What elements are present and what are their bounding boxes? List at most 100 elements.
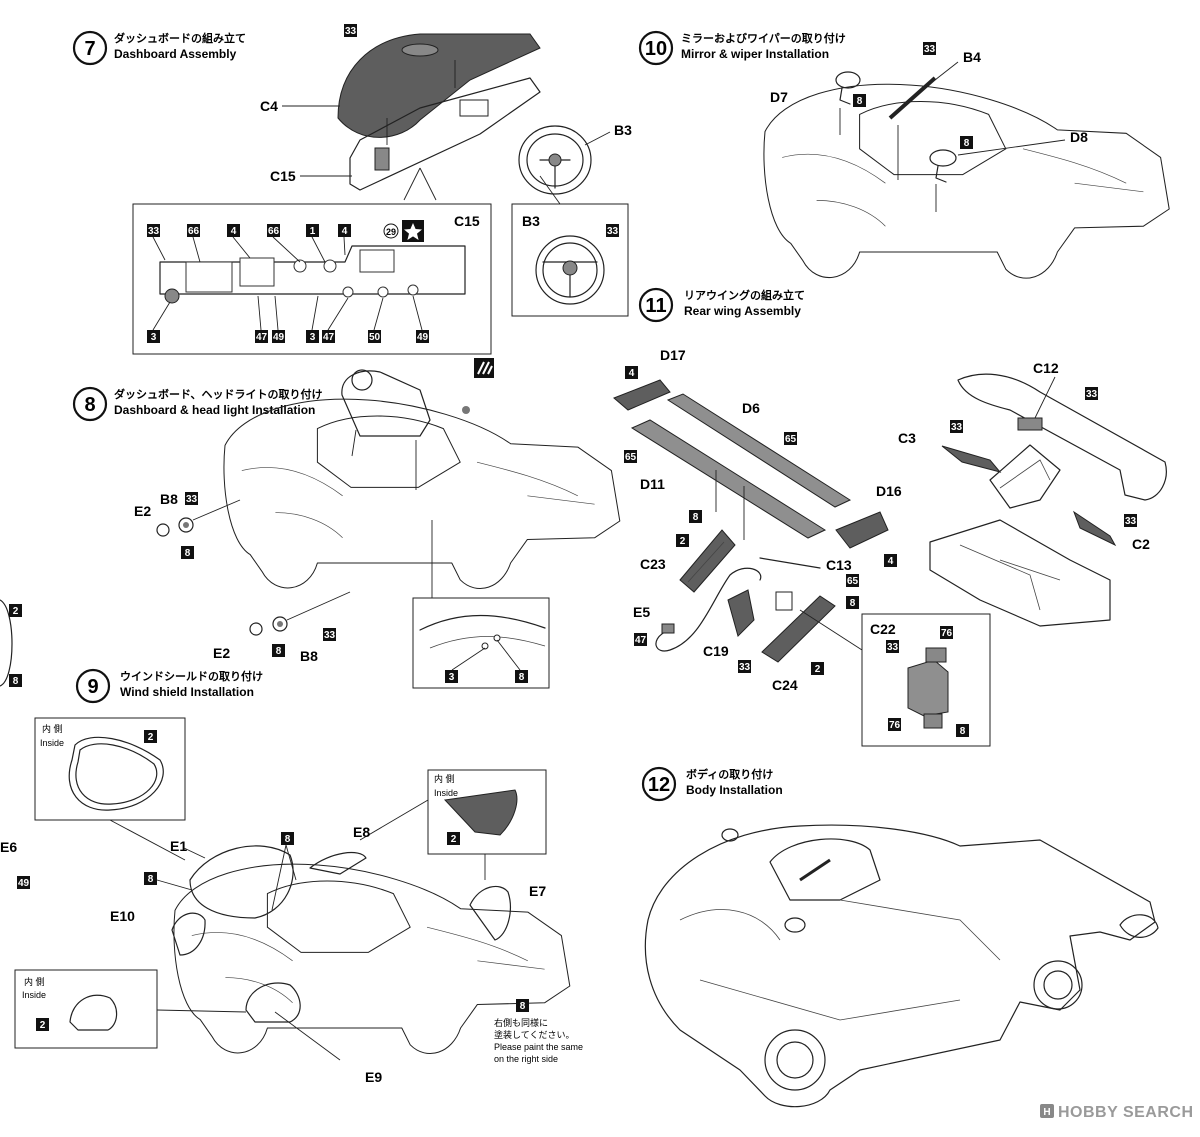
wing-stay-c24 — [761, 595, 836, 663]
svg-text:33: 33 — [924, 44, 936, 55]
label-b8-upper: B8 — [160, 491, 178, 507]
label-d17: D17 — [660, 347, 686, 363]
wiper-b4 — [888, 76, 937, 120]
svg-text:66: 66 — [268, 226, 280, 237]
headlight-upper — [156, 499, 241, 537]
svg-text:33: 33 — [1086, 389, 1098, 400]
label-c24: C24 — [772, 677, 798, 693]
step-10: 10 ミラーおよびワイパーの取り付け Mirror & wiper Instal… — [638, 30, 1170, 279]
svg-text:2: 2 — [451, 834, 457, 845]
svg-text:右側も同様に: 右側も同様に — [494, 1017, 548, 1028]
svg-text:76: 76 — [941, 628, 953, 639]
left-edge-fragment-e6: E6 49 — [0, 839, 30, 889]
step-7-number: 7 — [84, 38, 95, 60]
svg-text:8: 8 — [276, 646, 282, 657]
step-8-detail-box: 3 8 — [412, 597, 550, 689]
callout-c4: C4 — [260, 98, 340, 114]
svg-text:2: 2 — [13, 606, 19, 617]
wing-lower-d11 — [630, 419, 827, 539]
label-c19: C19 — [703, 643, 729, 659]
label-d7: D7 — [770, 89, 788, 105]
step-12-number: 12 — [648, 774, 670, 796]
step-7-title-jp: ダッシュボードの組み立て — [114, 31, 246, 45]
svg-text:2: 2 — [148, 732, 154, 743]
label-c15-detail: C15 — [454, 213, 480, 229]
svg-text:65: 65 — [785, 434, 797, 445]
e8-part — [309, 851, 367, 875]
step-9-number-badge: 9 — [75, 668, 111, 704]
svg-text:33: 33 — [345, 26, 357, 37]
svg-text:8: 8 — [693, 512, 699, 523]
label-e2-lower: E2 — [213, 645, 230, 661]
svg-text:50: 50 — [369, 332, 381, 343]
label-c22: C22 — [870, 621, 896, 637]
svg-text:33: 33 — [324, 630, 336, 641]
svg-text:Please paint the same: Please paint the same — [494, 1042, 583, 1052]
callout-b3-top: B3 — [584, 122, 632, 146]
wing-upper-d6 — [666, 393, 852, 508]
svg-text:Inside: Inside — [434, 788, 458, 798]
svg-text:8: 8 — [285, 834, 291, 845]
label-c23: C23 — [640, 556, 666, 572]
cable-e5 — [655, 567, 762, 652]
wing-mount-c3 — [941, 445, 1002, 473]
svg-text:内 側: 内 側 — [434, 773, 455, 784]
svg-text:49: 49 — [417, 332, 429, 343]
car-body-step-10 — [763, 83, 1170, 279]
svg-text:8: 8 — [520, 1001, 526, 1012]
svg-text:4: 4 — [231, 226, 237, 237]
svg-text:8: 8 — [857, 96, 863, 107]
label-d6: D6 — [742, 400, 760, 416]
svg-text:3: 3 — [310, 332, 316, 343]
step-8-title-jp: ダッシュボード、ヘッドライトの取り付け — [114, 387, 323, 401]
svg-text:49: 49 — [18, 878, 30, 889]
svg-text:塗装してください。: 塗装してください。 — [494, 1029, 574, 1040]
decal-icon — [474, 358, 494, 378]
svg-text:Inside: Inside — [40, 738, 64, 748]
step-9-title-en: Wind shield Installation — [120, 685, 254, 699]
label-c12: C12 — [1033, 360, 1059, 376]
svg-text:47: 47 — [635, 635, 647, 646]
step-7-number-badge: 7 — [72, 30, 108, 66]
step-9-number: 9 — [87, 676, 98, 698]
wipers-inside-box: 内 側 Inside 2 — [427, 769, 547, 855]
step-10-title-jp: ミラーおよびワイパーの取り付け — [681, 31, 846, 45]
rear-deck-body — [929, 519, 1111, 627]
svg-text:1: 1 — [310, 226, 316, 237]
label-e1: E1 — [170, 838, 187, 854]
step-10-number-badge: 10 — [638, 30, 674, 66]
svg-text:8: 8 — [185, 548, 191, 559]
label-b8-lower: B8 — [300, 648, 318, 664]
svg-text:4: 4 — [888, 556, 894, 567]
svg-text:33: 33 — [1125, 516, 1137, 527]
svg-text:2: 2 — [40, 1020, 46, 1031]
svg-text:33: 33 — [739, 662, 751, 673]
label-b4: B4 — [963, 49, 981, 65]
marker-33-dashboard: 33 — [344, 24, 357, 37]
wing-endplate-d17 — [613, 379, 671, 411]
svg-text:内 側: 内 側 — [24, 976, 45, 987]
svg-text:on the right side: on the right side — [494, 1054, 558, 1064]
step-10-number: 10 — [645, 38, 667, 60]
label-e6: E6 — [0, 839, 17, 855]
step-10-title-en: Mirror & wiper Installation — [681, 47, 829, 61]
svg-text:内 側: 内 側 — [42, 723, 63, 734]
svg-text:33: 33 — [186, 494, 198, 505]
windshield-part — [189, 845, 294, 919]
step-8-title-en: Dashboard & head light Installation — [114, 403, 315, 417]
svg-text:47: 47 — [256, 332, 268, 343]
svg-text:8: 8 — [13, 676, 19, 687]
label-b3-top: B3 — [614, 122, 632, 138]
label-d16: D16 — [876, 483, 902, 499]
svg-text:2: 2 — [815, 664, 821, 675]
c22-detail-box: C22 33 76 76 8 — [861, 613, 991, 747]
e7-part — [469, 885, 511, 941]
dashboard-top-part — [337, 33, 541, 138]
svg-text:H: H — [1043, 1107, 1050, 1118]
star-icon — [402, 220, 424, 242]
svg-text:4: 4 — [342, 226, 348, 237]
label-d11: D11 — [640, 476, 665, 492]
c15-detail-box: C15 33 66 4 66 1 4 29 — [132, 203, 492, 355]
